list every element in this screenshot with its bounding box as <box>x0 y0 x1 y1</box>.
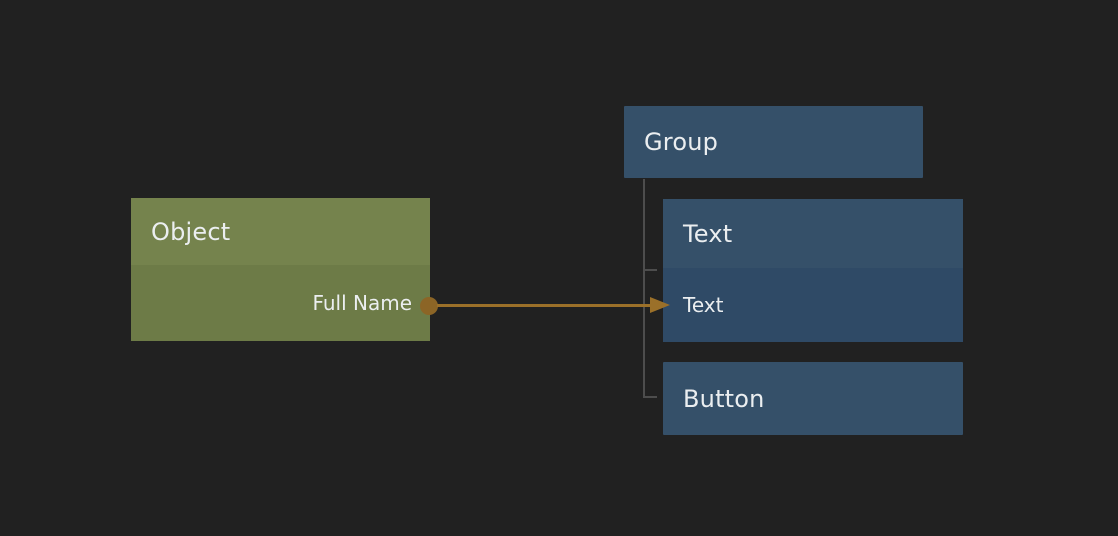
output-port[interactable] <box>420 297 438 315</box>
node-text-property-row[interactable]: Text <box>663 268 963 342</box>
node-object-title: Object <box>151 217 231 246</box>
tree-connector-branch-text <box>643 269 657 271</box>
node-button[interactable]: Button <box>663 362 963 435</box>
node-object[interactable]: Object Full Name <box>131 198 430 341</box>
connection-arrowhead-icon <box>650 297 670 313</box>
tree-connector-branch-button <box>643 396 657 398</box>
node-text-property-label: Text <box>683 293 724 317</box>
node-group-title: Group <box>644 128 719 156</box>
node-text-title: Text <box>683 219 733 248</box>
node-group-header[interactable]: Group <box>624 106 923 178</box>
tree-connector-trunk <box>643 179 645 398</box>
node-button-header[interactable]: Button <box>663 362 963 435</box>
node-text-header[interactable]: Text <box>663 199 963 268</box>
node-object-header[interactable]: Object <box>131 198 430 265</box>
node-text[interactable]: Text Text <box>663 199 963 342</box>
node-object-output-label: Full Name <box>312 291 412 315</box>
connection-wire[interactable] <box>437 304 652 307</box>
node-button-title: Button <box>683 384 765 413</box>
node-object-output-row[interactable]: Full Name <box>131 265 430 341</box>
node-group[interactable]: Group <box>624 106 923 178</box>
